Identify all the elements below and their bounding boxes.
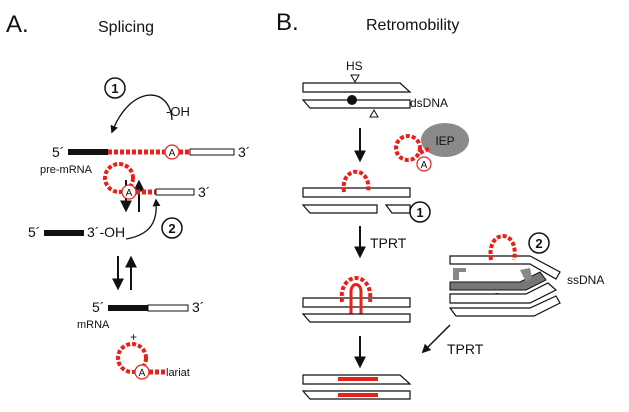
free-exon-black bbox=[44, 230, 84, 236]
dsdna-dot-1 bbox=[347, 95, 357, 105]
panel-b-title: Retromobility bbox=[366, 17, 459, 34]
iep-blob bbox=[421, 123, 469, 157]
mrna-5prime: 5´ bbox=[92, 299, 104, 315]
dsdna-1 bbox=[301, 74, 412, 118]
hs-label: HS bbox=[346, 59, 363, 73]
step2-circle bbox=[161, 217, 183, 239]
hs-arrowhead-bottom bbox=[369, 108, 379, 118]
fork-step2-circle bbox=[528, 232, 550, 254]
tprt-diagonal-arrow bbox=[421, 324, 451, 354]
tprt-side-label: TPRT bbox=[447, 341, 484, 357]
fork-lower-strand bbox=[448, 295, 561, 317]
exon-3-white bbox=[189, 148, 235, 156]
step1-label: 1 bbox=[111, 81, 118, 96]
step2-label: 2 bbox=[168, 221, 175, 236]
lariat-intermediate: A bbox=[103, 162, 195, 200]
ssdna-label: ssDNA bbox=[567, 273, 604, 287]
intermediate-3prime: 3´ bbox=[198, 184, 210, 200]
fork-intron-loop bbox=[488, 234, 517, 261]
fork-cdna-hook bbox=[520, 268, 532, 282]
iep-branch-circle bbox=[416, 156, 432, 172]
step2-arrow bbox=[125, 198, 161, 240]
iep-branch-label: A bbox=[421, 160, 428, 171]
dsdna-2-insertion bbox=[301, 169, 411, 214]
branch-a-label-2: A bbox=[126, 188, 133, 199]
oh-label: -OH bbox=[166, 104, 190, 119]
panel-b-letter: B. bbox=[276, 9, 299, 36]
dsdna-final bbox=[301, 374, 412, 400]
iep-label: IEP bbox=[435, 134, 454, 148]
strand-bottom-2a bbox=[301, 204, 378, 214]
cdna-strand bbox=[349, 283, 363, 316]
fork-step2-label: 2 bbox=[535, 236, 542, 251]
ssdna-fork: 2 bbox=[448, 232, 561, 317]
free-exon-3prime-oh: 3´-OH bbox=[87, 224, 125, 240]
strand-top-3 bbox=[302, 297, 411, 308]
panel-a-title: Splicing bbox=[98, 19, 154, 36]
branch-a-label: A bbox=[169, 148, 176, 159]
iep-complex: IEP A bbox=[394, 123, 469, 172]
iep-rna-loop bbox=[394, 134, 422, 162]
dsdna-3-cdna bbox=[301, 276, 411, 323]
hs-arrowhead-top bbox=[350, 74, 360, 84]
strand-bottom-2b bbox=[384, 204, 411, 214]
branch-a-label-3: A bbox=[139, 368, 146, 379]
exon-5-black bbox=[68, 149, 108, 155]
strand-bottom-3 bbox=[301, 313, 411, 323]
lariat-product: A bbox=[116, 342, 166, 380]
lariat-label: lariat bbox=[166, 367, 190, 379]
strand-bottom-1 bbox=[301, 99, 411, 109]
iep-rna-tail bbox=[419, 146, 431, 155]
lariat-loop-1 bbox=[103, 162, 135, 194]
step1-circle bbox=[104, 77, 126, 99]
mrna-exon-white bbox=[147, 304, 189, 312]
plus-sign: + bbox=[130, 330, 137, 344]
inserted-intron-loop-1 bbox=[341, 169, 371, 193]
exon-3-white-2 bbox=[155, 188, 195, 196]
mrna-label: mRNA bbox=[77, 319, 110, 331]
mrna-3prime: 3´ bbox=[192, 299, 204, 315]
inserted-intron-loop-2 bbox=[339, 276, 373, 303]
fork-bottom-strand bbox=[449, 282, 558, 304]
fork-bottom-strand-gray bbox=[449, 271, 547, 291]
pre-mrna-label: pre-mRNA bbox=[40, 164, 93, 176]
panel-a-letter: A. bbox=[6, 11, 29, 38]
fork-top-strand bbox=[449, 255, 561, 280]
dsdna-label: dsDNA bbox=[410, 96, 448, 110]
pre-mrna-5prime: 5´ bbox=[52, 144, 64, 160]
tprt-label: TPRT bbox=[370, 235, 407, 251]
strand-top-1 bbox=[302, 82, 412, 93]
fork-cdna-primer bbox=[453, 268, 466, 280]
mrna-exon-black bbox=[108, 305, 148, 311]
step1-arrow bbox=[110, 94, 173, 134]
retro-step1-circle bbox=[409, 201, 431, 223]
strand-top-2 bbox=[302, 187, 411, 198]
pre-mrna-3prime: 3´ bbox=[238, 144, 250, 160]
retro-step1-label: 1 bbox=[416, 205, 423, 220]
lariat-loop-2 bbox=[116, 342, 148, 374]
free-exon-5prime: 5´ bbox=[28, 224, 40, 240]
pre-mrna-molecule: A bbox=[68, 144, 235, 160]
